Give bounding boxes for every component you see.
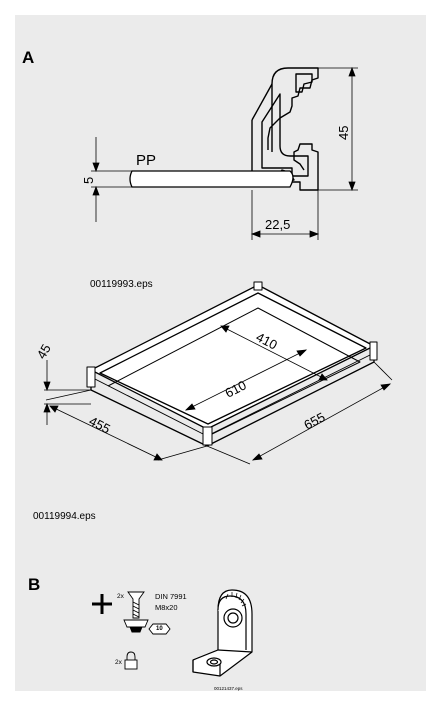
dim-thickness-label: 5: [81, 177, 96, 184]
hex-nut-icon: [148, 623, 171, 635]
lock-quantity: 2x: [115, 659, 123, 666]
t-nut-icon: [123, 619, 149, 633]
dim-outer-length-label: 655: [301, 409, 327, 432]
dim-profile-height: [318, 66, 358, 192]
dim-inner-length: [184, 349, 308, 411]
tray-isometric: [86, 281, 378, 447]
pp-plate: [129, 170, 294, 188]
section-a-label: A: [22, 48, 34, 67]
dim-tray-height-label: 45: [34, 341, 54, 361]
dim-tray-height: [43, 360, 91, 425]
screw-size: M8x20: [155, 603, 178, 612]
section-b-label: B: [28, 575, 40, 594]
screw-quantity: 2x: [117, 593, 125, 600]
profile-file-name: 00119993.eps: [90, 279, 153, 290]
dim-profile-width: [250, 190, 320, 240]
plus-icon: [92, 594, 112, 614]
dim-outer-length: [206, 361, 393, 465]
tray-file-name: 00119994.eps: [33, 511, 96, 522]
angle-bracket-icon: [192, 589, 253, 677]
dim-outer-width-label: 455: [87, 413, 113, 436]
screw-standard: DIN 7991: [155, 592, 187, 601]
bracket-file-name: 00121437.eps: [214, 686, 243, 691]
dim-profile-height-label: 45: [336, 126, 351, 140]
countersunk-screw-icon: [127, 591, 145, 619]
nut-size-label: 10: [156, 626, 163, 632]
lock-icon: [124, 651, 138, 670]
dim-profile-width-label: 22,5: [265, 217, 290, 232]
dim-outer-width: [45, 389, 208, 461]
dim-thickness: [91, 137, 132, 222]
material-label: PP: [136, 152, 156, 169]
dim-inner-width: [220, 325, 328, 381]
